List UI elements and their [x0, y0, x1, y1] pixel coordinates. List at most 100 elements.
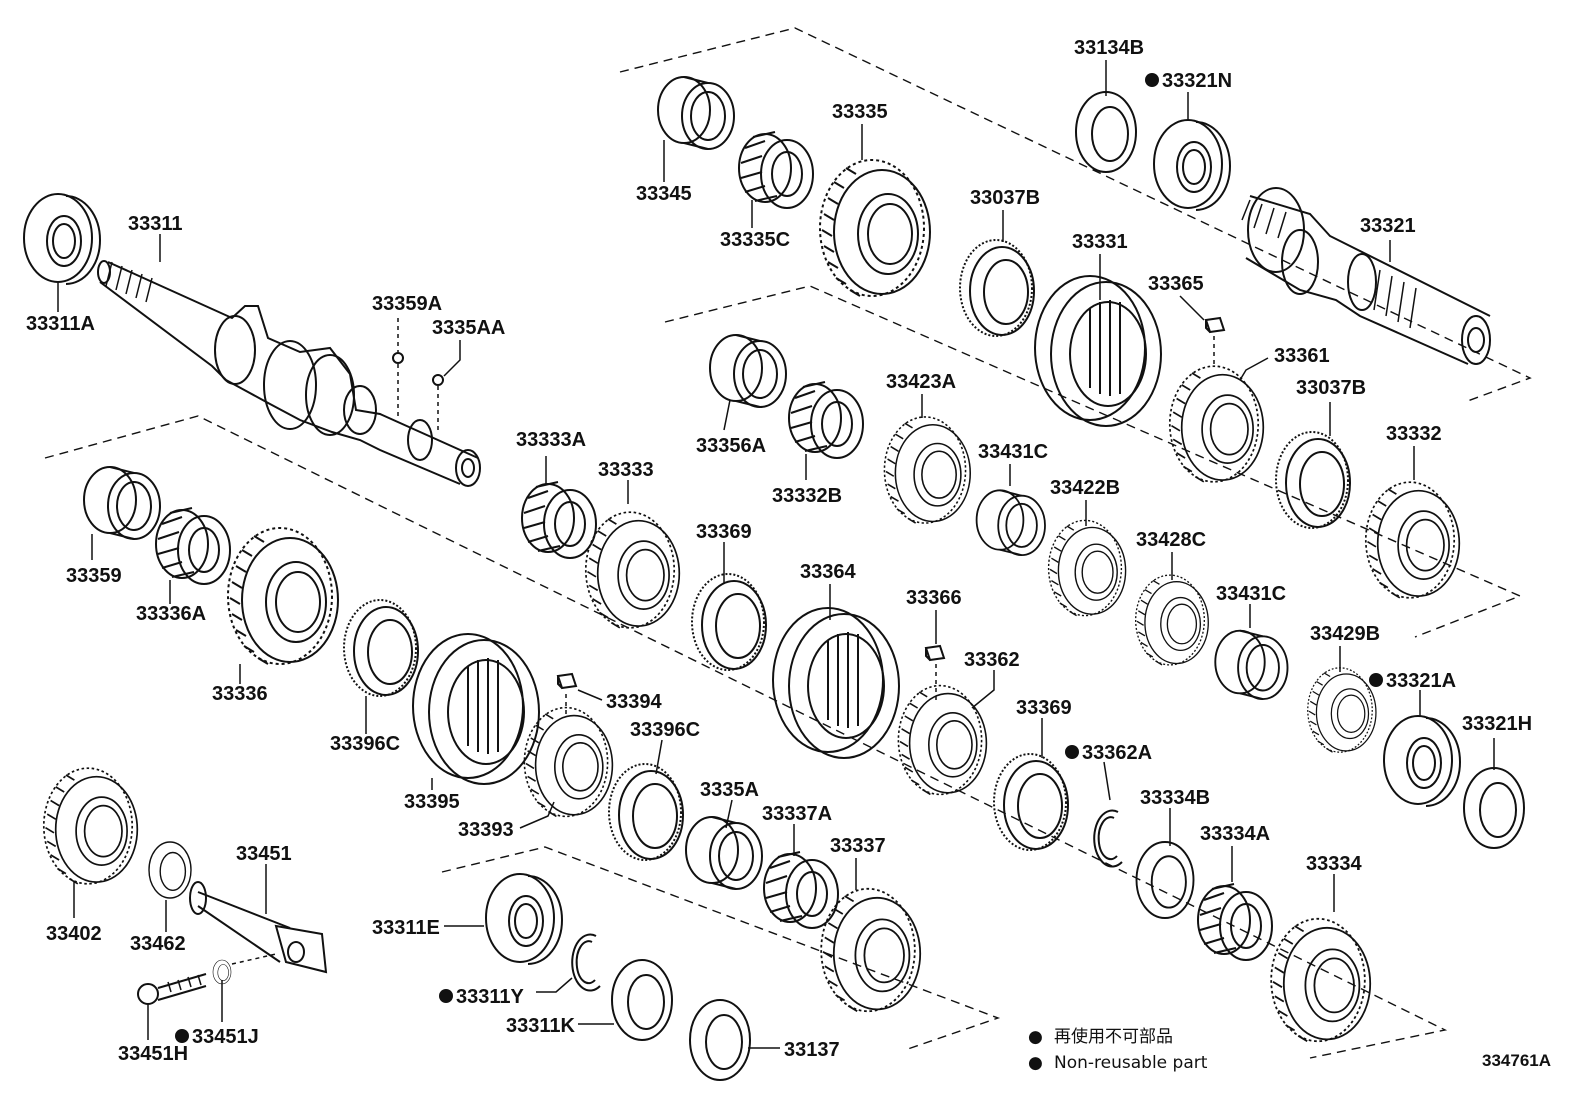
- needle-bearing-33337A: [763, 851, 839, 929]
- leader-lines: [57, 60, 1495, 1049]
- gear-33423A: [883, 416, 972, 524]
- label-3335AA[interactable]: 3335AA: [432, 317, 505, 339]
- label-33321[interactable]: 33321: [1360, 215, 1416, 237]
- legend-bullet-ja: ●: [1028, 1027, 1043, 1047]
- label-33333[interactable]: 33333: [598, 459, 654, 481]
- label-33396C[interactable]: 33396C: [330, 733, 400, 755]
- label-33369-b[interactable]: 33369: [1016, 697, 1072, 719]
- label-33321A[interactable]: 33321A: [1386, 670, 1456, 692]
- label-33335C[interactable]: 33335C: [720, 229, 790, 251]
- idler-gear-33402: [42, 767, 139, 885]
- label-33337[interactable]: 33337: [830, 835, 886, 857]
- label-33321H[interactable]: 33321H: [1462, 713, 1532, 735]
- label-33396C-b[interactable]: 33396C: [630, 719, 700, 741]
- label-33422B[interactable]: 33422B: [1050, 477, 1120, 499]
- label-33332[interactable]: 33332: [1386, 423, 1442, 445]
- label-33394[interactable]: 33394: [606, 691, 662, 713]
- label-33395[interactable]: 33395: [404, 791, 460, 813]
- hub-sleeve-33364: [772, 607, 900, 759]
- needle-bearing-33336A: [155, 507, 231, 585]
- output-shaft: [1241, 187, 1491, 365]
- label-33362A[interactable]: 33362A: [1082, 742, 1152, 764]
- label-33321N[interactable]: 33321N: [1162, 70, 1232, 92]
- hub-33362: [897, 684, 988, 796]
- key-33366: [925, 645, 945, 661]
- label-33428C[interactable]: 33428C: [1136, 529, 1206, 551]
- legend-text-en: Non-reusable part: [1054, 1053, 1208, 1073]
- gear-33429B: [1307, 667, 1377, 753]
- gear-33333: [584, 511, 681, 629]
- label-33462[interactable]: 33462: [130, 933, 186, 955]
- label-33137[interactable]: 33137: [784, 1039, 840, 1061]
- needle-bearing-33335C: [738, 131, 814, 209]
- label-33366[interactable]: 33366: [906, 587, 962, 609]
- label-33451H[interactable]: 33451H: [118, 1043, 188, 1065]
- label-33393[interactable]: 33393: [458, 819, 514, 841]
- label-33311[interactable]: 33311: [128, 213, 183, 235]
- synchronizer-ring-33369-b: [993, 753, 1069, 851]
- label-33336[interactable]: 33336: [212, 683, 268, 705]
- bearing-33311A: [23, 193, 101, 285]
- bearing-33311E: [485, 873, 563, 965]
- label-33359[interactable]: 33359: [66, 565, 122, 587]
- label-33334A[interactable]: 33334A: [1200, 823, 1270, 845]
- label-33429B[interactable]: 33429B: [1310, 623, 1380, 645]
- label-33361[interactable]: 33361: [1274, 345, 1330, 367]
- label-33362[interactable]: 33362: [964, 649, 1020, 671]
- nonreusable-dot-33451J: [175, 1029, 189, 1043]
- label-33364[interactable]: 33364: [800, 561, 856, 583]
- label-33134B[interactable]: 33134B: [1074, 37, 1144, 59]
- bearing-33321N: [1153, 119, 1231, 211]
- nonreusable-dot-33311Y: [439, 989, 453, 1003]
- label-33423A[interactable]: 33423A: [886, 371, 956, 393]
- label-33369[interactable]: 33369: [696, 521, 752, 543]
- gear-33334: [1270, 917, 1372, 1043]
- bolt-33451H: [137, 973, 207, 1005]
- label-3335A[interactable]: 3335A: [700, 779, 759, 801]
- ring-33321H: [1463, 767, 1525, 849]
- label-33402[interactable]: 33402: [46, 923, 102, 945]
- label-33431C[interactable]: 33431C: [978, 441, 1048, 463]
- group-box-reverse: [441, 846, 1001, 1051]
- label-33335[interactable]: 33335: [832, 101, 888, 123]
- label-33311E[interactable]: 33311E: [372, 917, 440, 939]
- label-33331[interactable]: 33331: [1072, 231, 1128, 253]
- label-33037B-b[interactable]: 33037B: [1296, 377, 1366, 399]
- ring-33334B: [1135, 841, 1195, 919]
- idler-shaft-33451: [189, 881, 328, 974]
- label-33431C-b[interactable]: 33431C: [1216, 583, 1286, 605]
- label-33333A[interactable]: 33333A: [516, 429, 586, 451]
- label-33345[interactable]: 33345: [636, 183, 692, 205]
- label-33037B[interactable]: 33037B: [970, 187, 1040, 209]
- bearing-33321A: [1383, 715, 1461, 807]
- label-33356A[interactable]: 33356A: [696, 435, 766, 457]
- legend-bullet-en: ●: [1028, 1053, 1043, 1073]
- gear-33422B: [1047, 519, 1127, 617]
- gear-33336: [227, 527, 339, 665]
- label-33337A[interactable]: 33337A: [762, 803, 832, 825]
- label-33311Y[interactable]: 33311Y: [456, 986, 525, 1008]
- gear-33428C: [1135, 574, 1209, 666]
- washer-33134B: [1075, 91, 1137, 173]
- label-33359A[interactable]: 33359A: [372, 293, 442, 315]
- legend: ● 再使用不可部品 ● Non-reusable part: [1028, 1026, 1208, 1073]
- label-33334[interactable]: 33334: [1306, 853, 1362, 875]
- nonreusable-dot-33321N: [1145, 73, 1159, 87]
- label-33334B[interactable]: 33334B: [1140, 787, 1210, 809]
- label-33311K[interactable]: 33311K: [506, 1015, 576, 1037]
- label-33336A[interactable]: 33336A: [136, 603, 206, 625]
- nonreusable-dot-33362A: [1065, 745, 1079, 759]
- label-33311A[interactable]: 33311A: [26, 313, 95, 335]
- synchronizer-ring-33037B: [959, 239, 1035, 337]
- snap-ring-33362A: [1093, 809, 1123, 868]
- bushing-33431C: [975, 489, 1046, 556]
- washer-33137: [689, 999, 751, 1081]
- label-33365[interactable]: 33365: [1148, 273, 1204, 295]
- label-33332B[interactable]: 33332B: [772, 485, 842, 507]
- label-33451J[interactable]: 33451J: [192, 1026, 259, 1048]
- label-33451[interactable]: 33451: [236, 843, 292, 865]
- legend-text-ja: 再使用不可部品: [1054, 1026, 1173, 1047]
- synchronizer-ring-33369: [691, 573, 767, 671]
- ring-33311K: [611, 959, 673, 1041]
